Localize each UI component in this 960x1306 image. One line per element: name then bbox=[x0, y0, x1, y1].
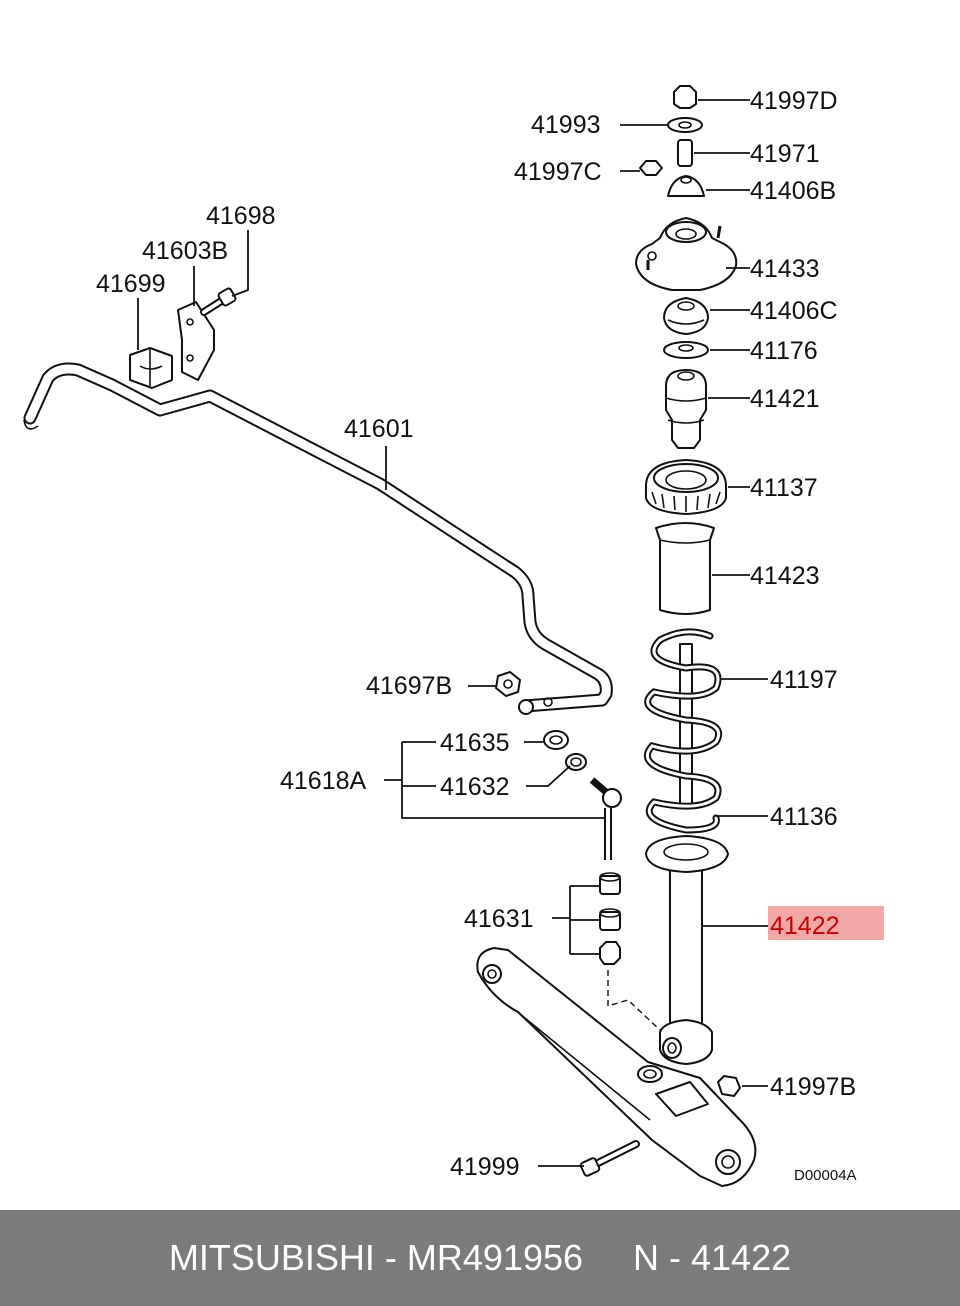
footer-bar: MITSUBISHI - MR491956 N - 41422 bbox=[0, 1210, 960, 1306]
stabilizer-bracket bbox=[177, 301, 215, 381]
label-41997D: 41997D bbox=[750, 87, 838, 115]
footer-part-number: MR491956 bbox=[406, 1237, 584, 1278]
link-bushing bbox=[543, 730, 569, 750]
footer-ref: 41422 bbox=[691, 1237, 792, 1278]
label-41136: 41136 bbox=[770, 803, 838, 831]
leader-lines bbox=[137, 99, 768, 1167]
label-41631: 41631 bbox=[464, 905, 534, 933]
stabilizer-bushing bbox=[129, 347, 173, 389]
label-41197: 41197 bbox=[770, 666, 838, 694]
link-ring bbox=[565, 753, 587, 771]
label-41421: 41421 bbox=[750, 385, 820, 413]
label-41997C: 41997C bbox=[514, 158, 602, 186]
label-41697B: 41697B bbox=[366, 672, 452, 700]
footer-separator-2: N - bbox=[583, 1237, 692, 1278]
stabilizer-bar bbox=[23, 362, 613, 715]
diagram-code: D00004A bbox=[794, 1167, 857, 1184]
label-41433: 41433 bbox=[750, 255, 820, 283]
bracket-bolt bbox=[200, 287, 237, 316]
label-41601: 41601 bbox=[344, 415, 414, 443]
label-41406C: 41406C bbox=[750, 297, 838, 325]
link-nut bbox=[495, 671, 521, 697]
label-41997B: 41997B bbox=[770, 1073, 856, 1101]
stabilizer-link bbox=[589, 777, 622, 860]
label-41406B: 41406B bbox=[750, 177, 836, 205]
label-41699: 41699 bbox=[96, 270, 166, 298]
label-41618A: 41618A bbox=[280, 767, 367, 795]
label-41999: 41999 bbox=[450, 1153, 520, 1181]
lower-arm bbox=[476, 947, 757, 1187]
label-41698: 41698 bbox=[206, 202, 276, 230]
parts-diagram: 41997D 41993 41971 41997C 41406B 41433 4… bbox=[23, 85, 884, 1187]
link-bushings bbox=[599, 872, 621, 965]
label-41423: 41423 bbox=[750, 562, 820, 590]
lower-arm-bolt bbox=[579, 1140, 640, 1177]
strut-assembly bbox=[635, 85, 738, 1065]
part-labels: 41997D 41993 41971 41997C 41406B 41433 4… bbox=[96, 87, 857, 1184]
label-41137: 41137 bbox=[750, 474, 818, 502]
label-41603B: 41603B bbox=[142, 237, 228, 265]
footer-separator: - bbox=[374, 1237, 407, 1278]
label-41176: 41176 bbox=[750, 337, 818, 365]
label-41971: 41971 bbox=[750, 140, 820, 168]
highlight-box bbox=[768, 906, 884, 940]
strut-lower-bolt bbox=[717, 1075, 741, 1097]
label-41993: 41993 bbox=[531, 111, 601, 139]
label-41422: 41422 bbox=[770, 912, 840, 940]
label-41632: 41632 bbox=[440, 773, 510, 801]
footer-brand: MITSUBISHI bbox=[168, 1237, 375, 1278]
label-41635: 41635 bbox=[440, 729, 510, 757]
